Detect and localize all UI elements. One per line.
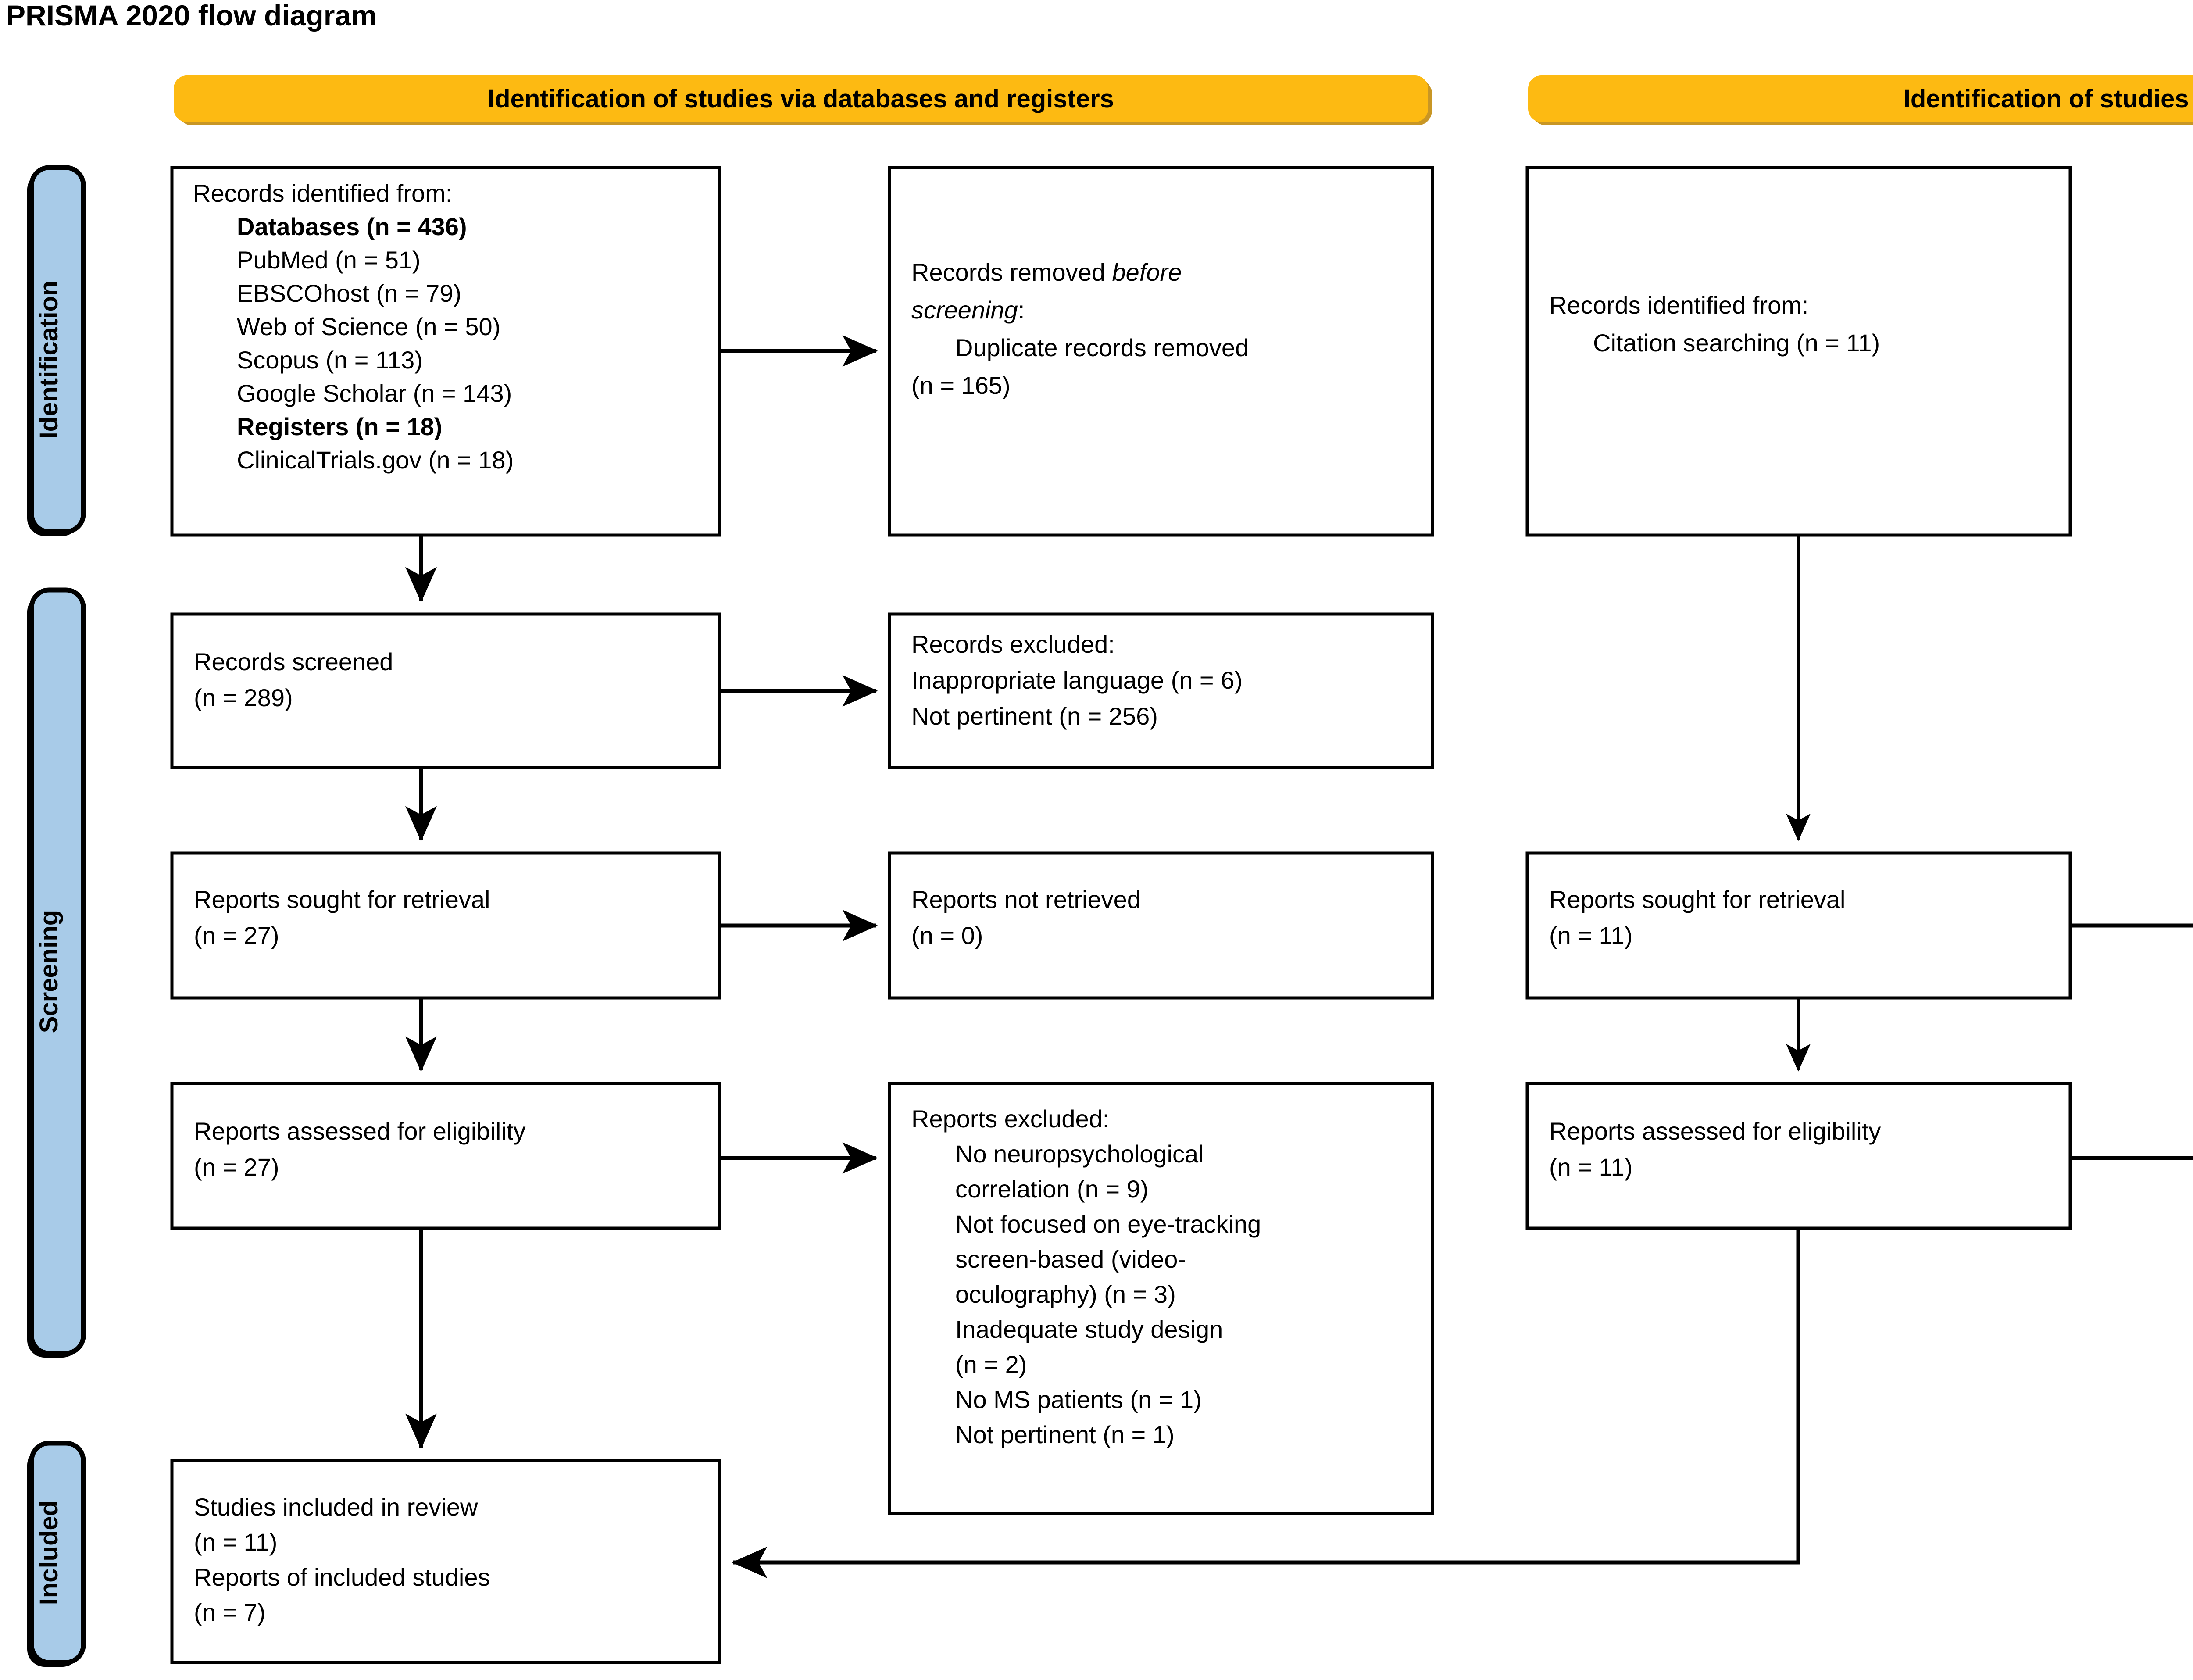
connector-other-to-included [732, 1229, 1800, 1578]
box-studies-included [170, 1459, 721, 1664]
sidebar-label-screening: Screening [35, 910, 63, 1033]
box-reports-sought-other [1525, 851, 2072, 1000]
box-records-excluded [888, 612, 1434, 769]
header-databases-label: Identification of studies via databases … [488, 85, 1114, 113]
text-reports-assessed-db: Reports assessed for eligibility(n = 27) [194, 1117, 525, 1181]
text-studies-included: Studies included in review(n = 11)Report… [194, 1493, 490, 1626]
header-other [1528, 75, 2193, 125]
box-records-identified-db [170, 166, 721, 537]
text-records-identified-other: Records identified from:Citation searchi… [1549, 291, 1880, 357]
box-reports-assessed-other [1525, 1082, 2072, 1230]
box-records-removed [888, 166, 1434, 537]
sidebar-item-included: Included [27, 1441, 86, 1667]
text-records-identified-db: Records identified from:Databases (n = 4… [193, 179, 514, 474]
text-reports-assessed-other: Reports assessed for eligibility(n = 11) [1549, 1117, 1881, 1181]
box-reports-assessed-db [170, 1082, 721, 1230]
header-databases-fill [174, 75, 1432, 125]
text-reports-not-retrieved-db: Reports not retrieved(n = 0) [911, 886, 1141, 949]
box-records-screened [170, 612, 721, 769]
box-reports-sought-db [170, 851, 721, 1000]
text-records-screened: Records screened(n = 289) [194, 648, 393, 711]
sidebar-item-identification: Identification [27, 165, 86, 536]
sidebar-label-included: Included [35, 1501, 63, 1605]
page-title: PRISMA 2020 flow diagram [6, 0, 377, 32]
sidebar-item-screening: Screening [27, 587, 86, 1358]
sidebar-label-identification: Identification [35, 281, 63, 439]
box-records-identified-other [1525, 166, 2072, 537]
box-reports-not-retrieved-db [888, 851, 1434, 1000]
text-records-excluded: Records excluded:Inappropriate language … [911, 630, 1243, 730]
text-reports-sought-other: Reports sought for retrieval(n = 11) [1549, 886, 1845, 949]
box-reports-excluded-db [888, 1082, 1434, 1515]
text-reports-sought-db: Reports sought for retrieval(n = 27) [194, 886, 490, 949]
header-other-label: Identification of studies via other meth… [1904, 85, 2193, 113]
